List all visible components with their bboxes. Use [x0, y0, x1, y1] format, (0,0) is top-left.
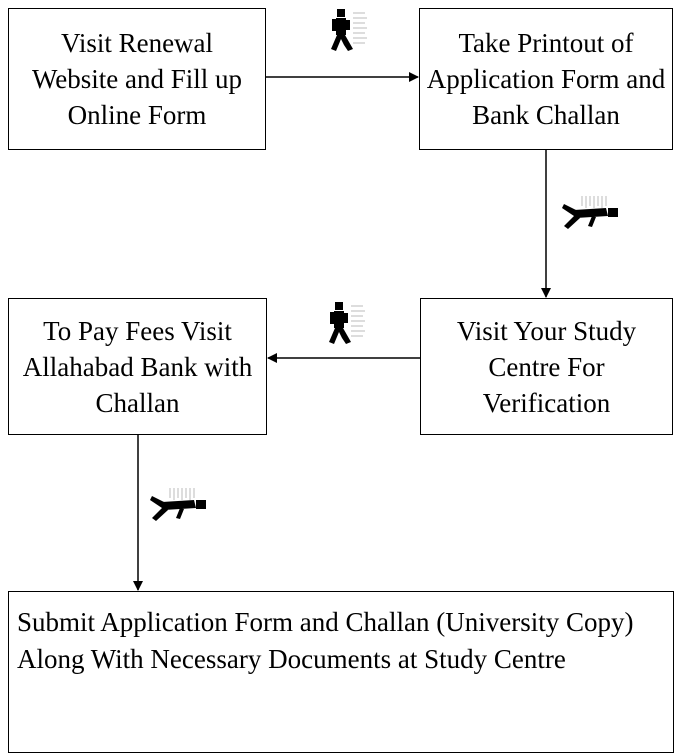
step-visit-renewal-website: Visit Renewal Website and Fill up Online…	[8, 8, 266, 150]
walking-person-icon	[330, 8, 368, 52]
step-text: Visit Your Study Centre For Verification	[456, 315, 637, 418]
step-text: Take Printout of Application Form and Ba…	[426, 28, 666, 130]
running-person-icon	[561, 195, 619, 230]
step-visit-study-centre: Visit Your Study Centre For Verification	[420, 298, 673, 435]
walking-person-icon	[328, 301, 366, 345]
step-text: Visit Renewal Website and Fill up Online…	[31, 28, 243, 130]
step-take-printout: Take Printout of Application Form and Ba…	[419, 8, 673, 150]
step-pay-fees: To Pay Fees Visit Allahabad Bank with Ch…	[8, 298, 267, 435]
step-submit-application: Submit Application Form and Challan (Uni…	[8, 591, 674, 753]
step-text: To Pay Fees Visit Allahabad Bank with Ch…	[22, 315, 253, 418]
step-text: Submit Application Form and Challan (Uni…	[17, 607, 634, 674]
running-person-icon	[149, 487, 207, 522]
